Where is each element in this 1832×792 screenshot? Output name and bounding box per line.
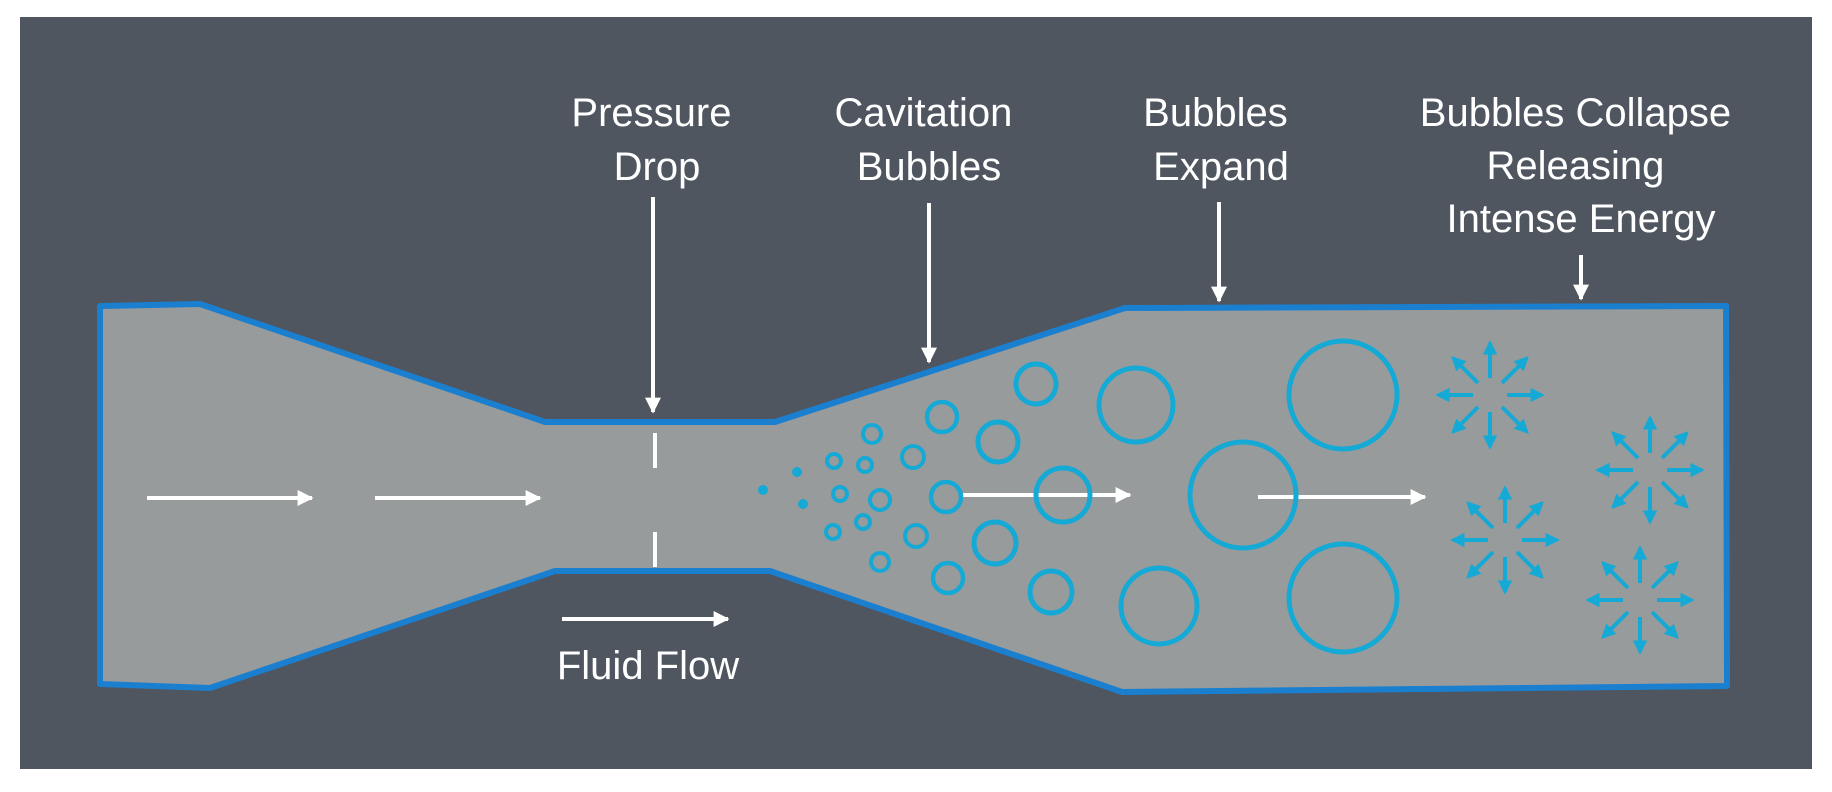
- bubble: [975, 419, 1021, 465]
- pressure-drop-label: Pressure Drop: [571, 91, 742, 189]
- burst-arrow: [1601, 610, 1630, 639]
- bubble: [1286, 338, 1400, 452]
- bubble: [1118, 565, 1200, 647]
- burst-arrow: [1515, 550, 1544, 579]
- bubble: [971, 519, 1019, 567]
- flow-arrows: [147, 487, 1427, 627]
- burst-arrow: [1466, 550, 1495, 579]
- bubble: [825, 452, 843, 470]
- burst-arrow: [1451, 405, 1480, 434]
- burst-arrow: [1650, 561, 1679, 590]
- fluid-flow-label: Fluid Flow: [557, 644, 739, 688]
- bubbles-collapse-line: Releasing: [1486, 144, 1664, 188]
- bubble: [1027, 568, 1075, 616]
- bubble: [869, 551, 891, 573]
- bubble: [831, 485, 849, 503]
- burst-arrow: [1660, 480, 1689, 509]
- bubble: [900, 444, 926, 470]
- label-pointers: [645, 197, 1589, 414]
- bubble: [868, 488, 892, 512]
- burst-arrow: [1611, 480, 1640, 509]
- bubble: [924, 399, 960, 435]
- bubble: [1286, 541, 1400, 655]
- bubble: [861, 423, 883, 445]
- bubbles-expand-line: Bubbles: [1143, 91, 1288, 135]
- burst-arrow: [1451, 356, 1480, 385]
- bubbles-collapse-line: Bubbles Collapse: [1420, 91, 1731, 135]
- burst-arrow: [1611, 431, 1640, 460]
- burst-arrow: [1500, 405, 1529, 434]
- bubble: [930, 560, 966, 596]
- burst-arrow: [1660, 431, 1689, 460]
- burst-arrow: [1601, 561, 1630, 590]
- bubble: [854, 513, 872, 531]
- bubbles-collapse-line: Intense Energy: [1446, 197, 1715, 241]
- bubble: [798, 499, 808, 509]
- bubbles-expand-line: Expand: [1153, 145, 1289, 189]
- bubble: [824, 523, 842, 541]
- pressure-drop-line: Drop: [614, 145, 701, 189]
- burst-arrow: [1466, 501, 1495, 530]
- burst-arrow: [1515, 501, 1544, 530]
- bubble: [1013, 361, 1059, 407]
- bubble: [928, 479, 964, 515]
- bubble: [903, 523, 929, 549]
- bubble: [1096, 365, 1176, 445]
- bubbles-expand-label: Bubbles Expand: [1143, 91, 1299, 189]
- cavitation-bubbles-line: Bubbles: [857, 145, 1002, 189]
- collapse-bursts: [1435, 340, 1705, 655]
- cavitation-bubbles-line: Cavitation: [835, 91, 1013, 135]
- burst-arrow: [1500, 356, 1529, 385]
- bubble: [856, 456, 874, 474]
- pressure-drop-line: Pressure: [571, 91, 731, 135]
- bubbles: [758, 338, 1400, 655]
- bubble: [758, 485, 768, 495]
- bubble: [792, 467, 802, 477]
- burst-arrow: [1650, 610, 1679, 639]
- cavitation-bubbles-label: Cavitation Bubbles: [835, 91, 1024, 189]
- bubbles-collapse-label: Bubbles Collapse Releasing Intense Energ…: [1420, 91, 1742, 241]
- bubble: [1187, 439, 1299, 551]
- venturi-pipe: [97, 301, 1730, 695]
- bubble: [1033, 465, 1093, 525]
